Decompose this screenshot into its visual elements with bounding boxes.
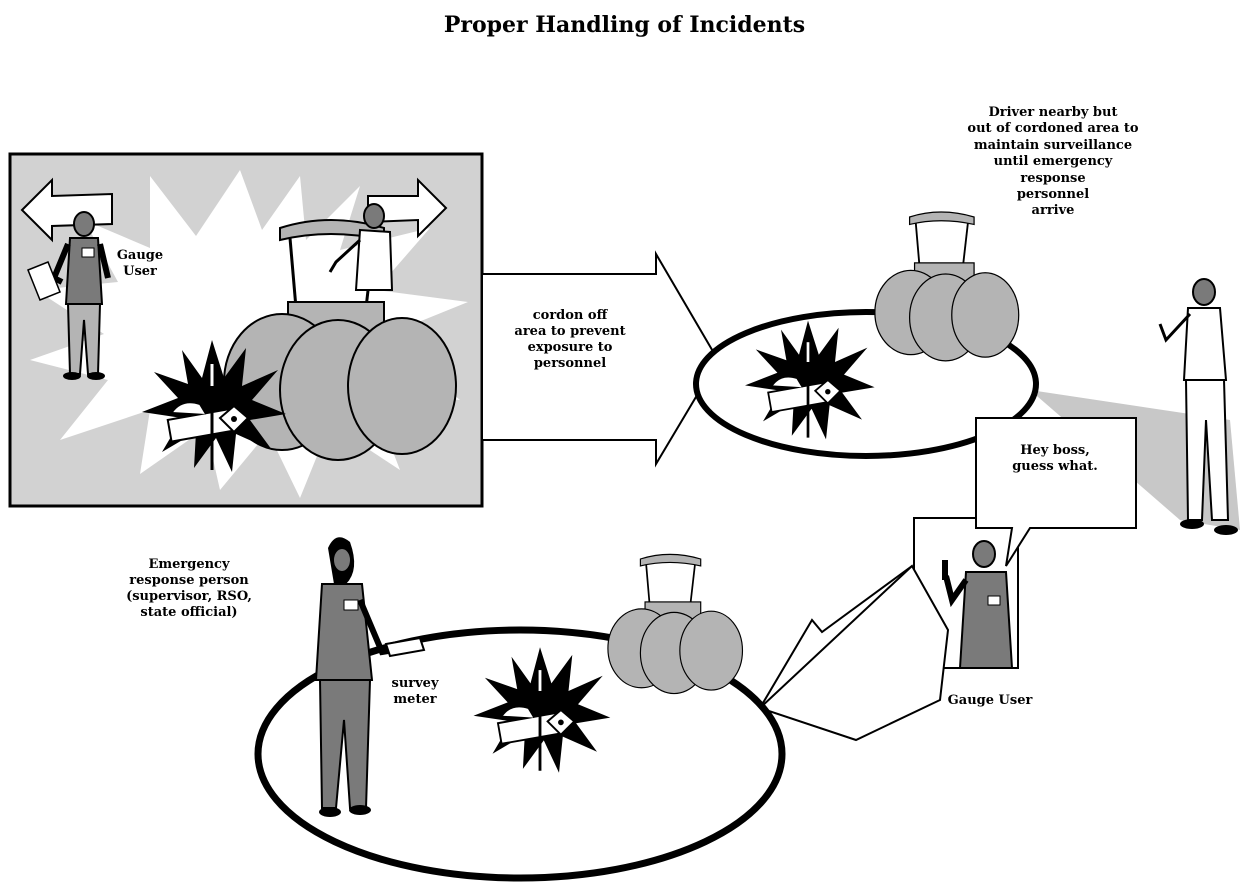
transition-arrow-icon (481, 250, 720, 468)
phone-call-scene (758, 417, 1137, 742)
emergency-responder-figure-icon (314, 537, 426, 817)
speech-bubble (975, 417, 1137, 567)
emergency-response-scene (254, 537, 786, 882)
arrow-left-icon (20, 177, 113, 243)
cordon-ellipse (254, 626, 786, 882)
incident-scene-panel (8, 152, 484, 508)
driver-figure-icon (328, 203, 394, 291)
gauge-user-label: Gauge User (116, 248, 164, 279)
roller-compactor-icon (607, 553, 744, 695)
survey-meter-icon (384, 636, 426, 658)
driver-standing-figure-icon (1158, 278, 1238, 535)
cordoned-area-scene (693, 211, 1240, 535)
paper-icon (27, 261, 61, 301)
driver-label: Driver nearby but out of cordoned area t… (967, 105, 1139, 219)
survey-meter-label: survey meter (391, 676, 439, 707)
page-title: Proper Handling of Incidents (443, 12, 806, 38)
roller-compactor-icon (873, 211, 1020, 362)
gauge-user-phone-label: Gauge User (947, 693, 1033, 708)
phone-icon (942, 560, 948, 580)
emergency-response-label: Emergency response person (supervisor, R… (126, 557, 252, 620)
cordon-label: cordon off area to prevent exposure to p… (514, 308, 626, 371)
gauge-user-phone-figure-icon (942, 540, 1014, 669)
speech-bubble-text: Hey boss, guess what. (1012, 443, 1098, 474)
